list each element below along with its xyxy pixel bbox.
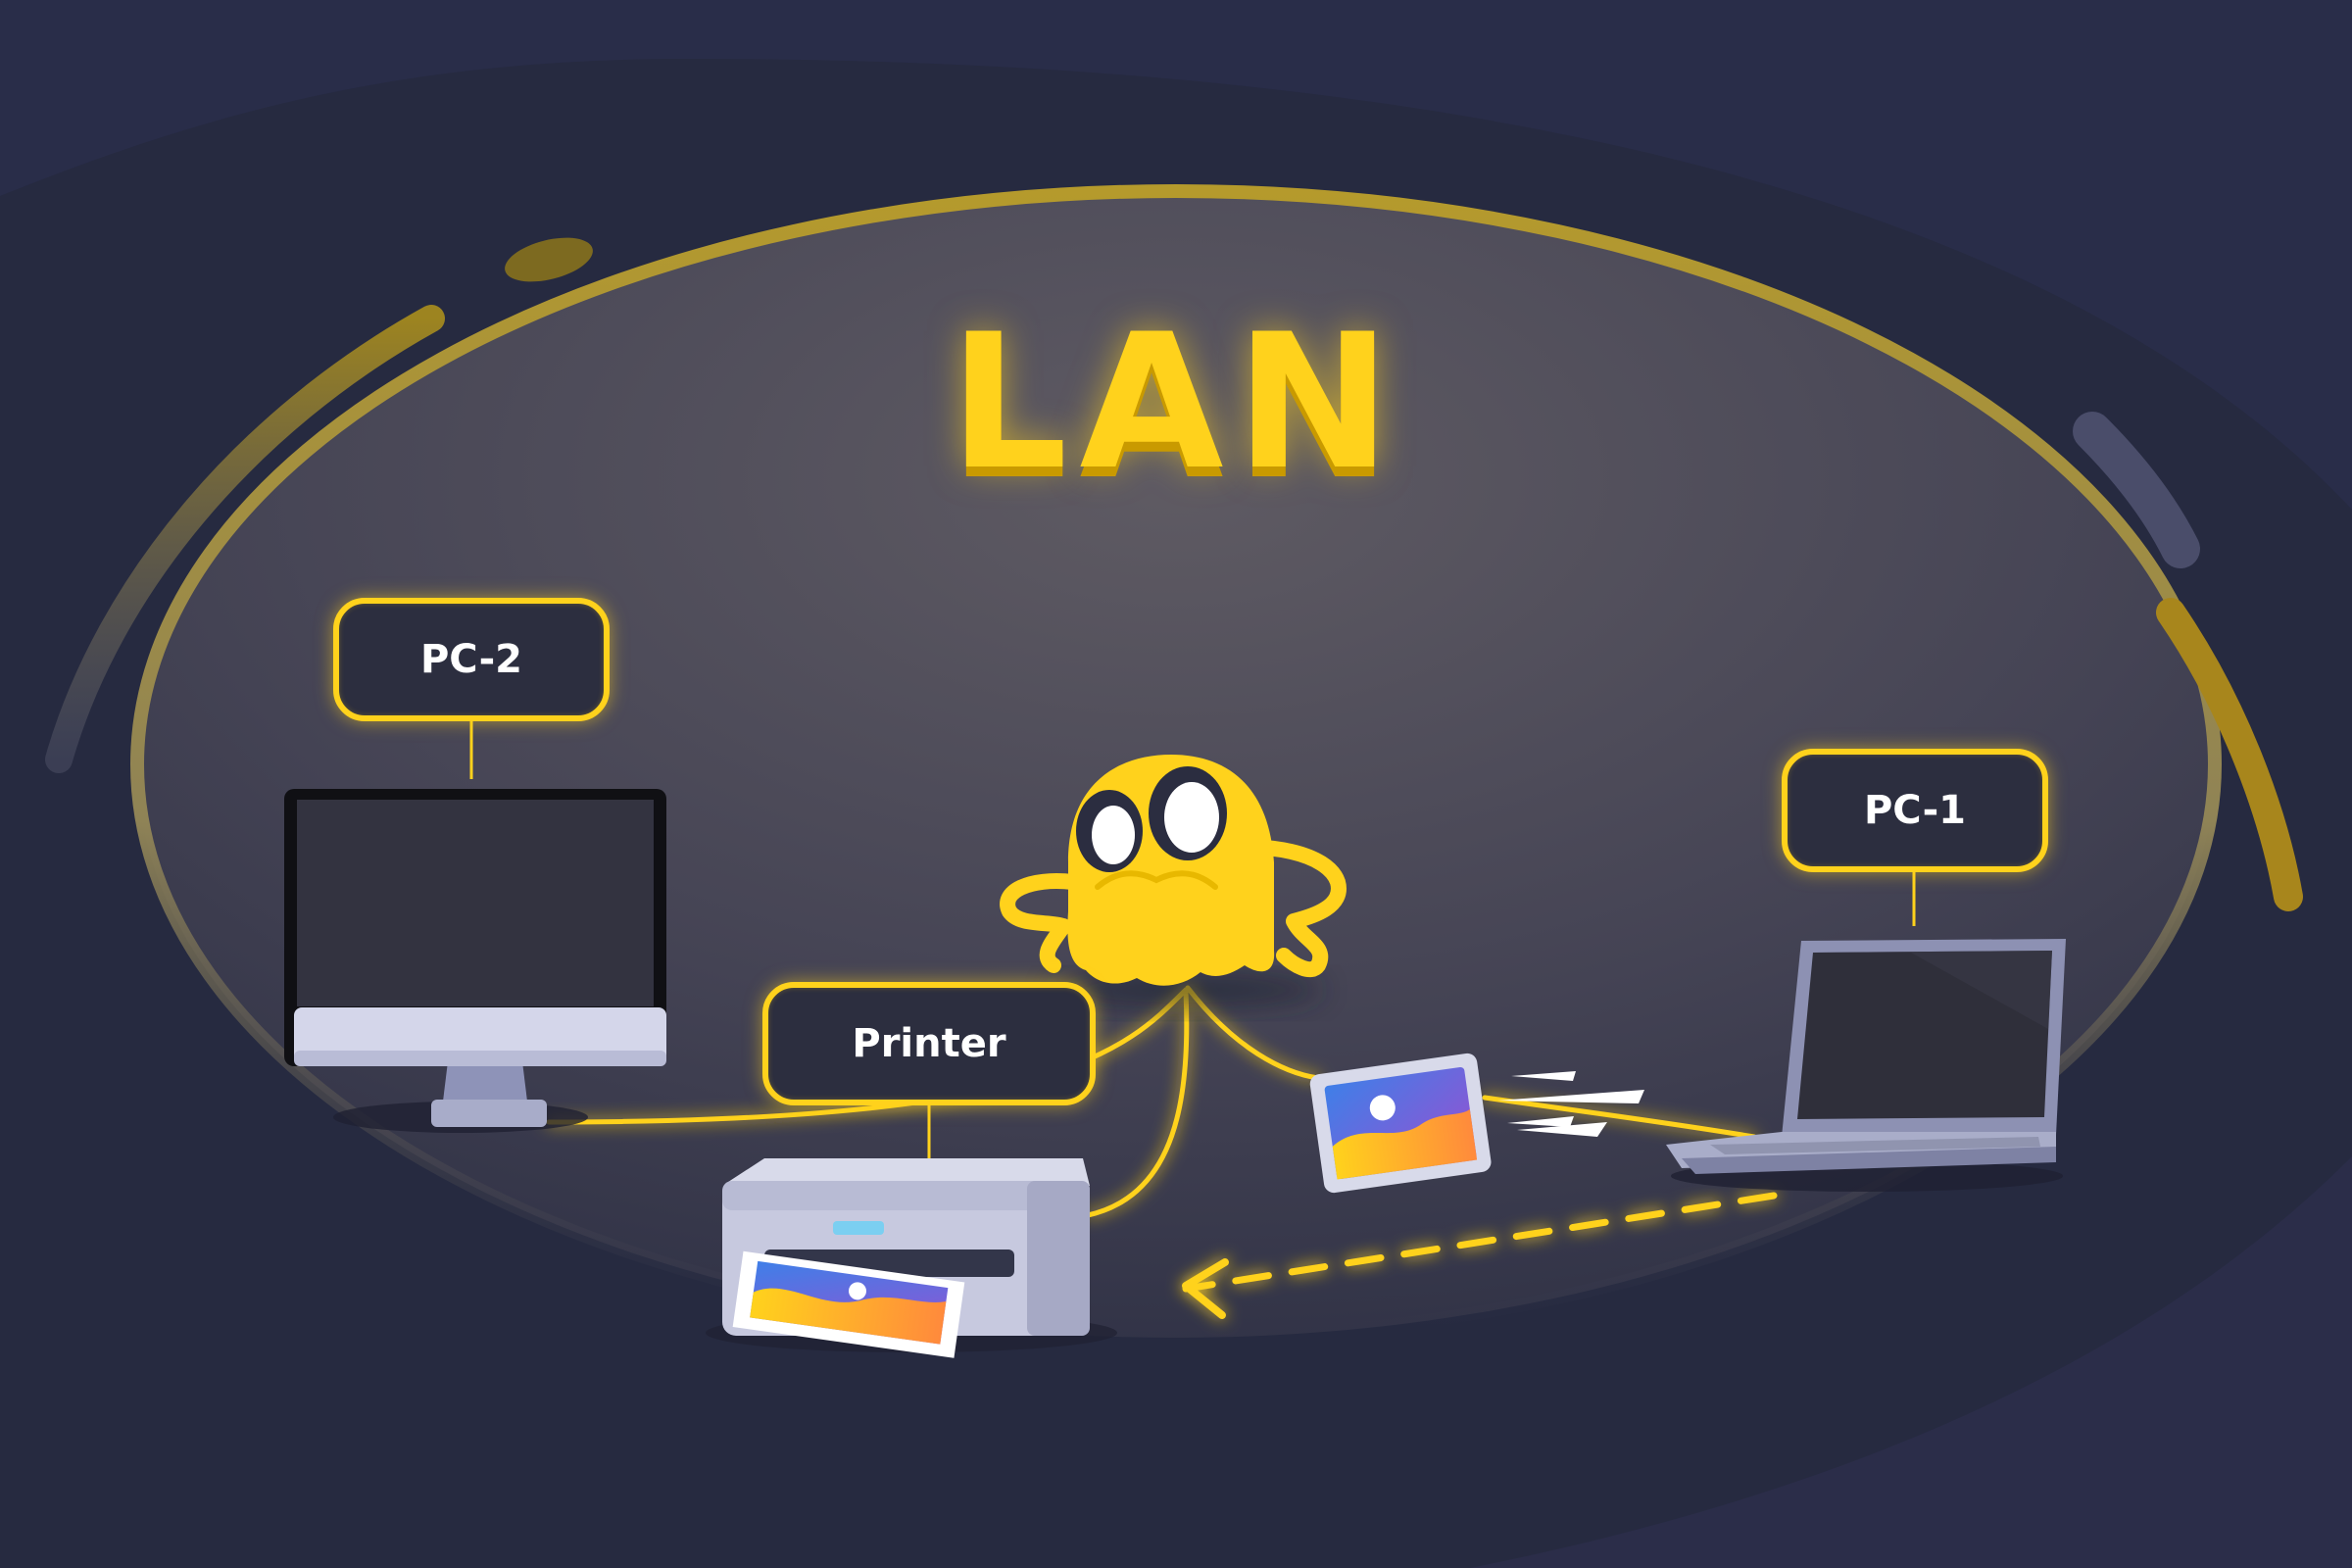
decorative-dot <box>505 237 593 282</box>
background-sweep-bottom <box>1470 1156 2352 1568</box>
print-job-arrow <box>1182 1192 1778 1319</box>
speed-lines-icon <box>1497 1071 1644 1137</box>
diagram-title: LAN <box>949 293 1403 511</box>
cable-to-printer <box>1085 989 1190 1218</box>
printer-label: Printer <box>762 982 1096 1105</box>
decorative-arc-right <box>2156 598 2303 911</box>
cable-to-pc1 <box>1482 1095 1757 1140</box>
decorative-arc-right-dim <box>2073 412 2200 568</box>
monitor-icon <box>284 789 666 1133</box>
decorative-arc-left <box>45 305 445 773</box>
laptop-icon <box>1666 939 2066 1192</box>
network-zone-ring <box>130 184 2222 1345</box>
cable-to-photo <box>1185 985 1321 1081</box>
background-sweep <box>0 0 2352 510</box>
pc2-label: PC-2 <box>333 598 610 721</box>
printer-icon <box>706 1158 1117 1358</box>
pc1-label: PC-1 <box>1782 749 2048 872</box>
network-mascot <box>1000 755 1347 1007</box>
photo-icon <box>1309 1053 1492 1194</box>
